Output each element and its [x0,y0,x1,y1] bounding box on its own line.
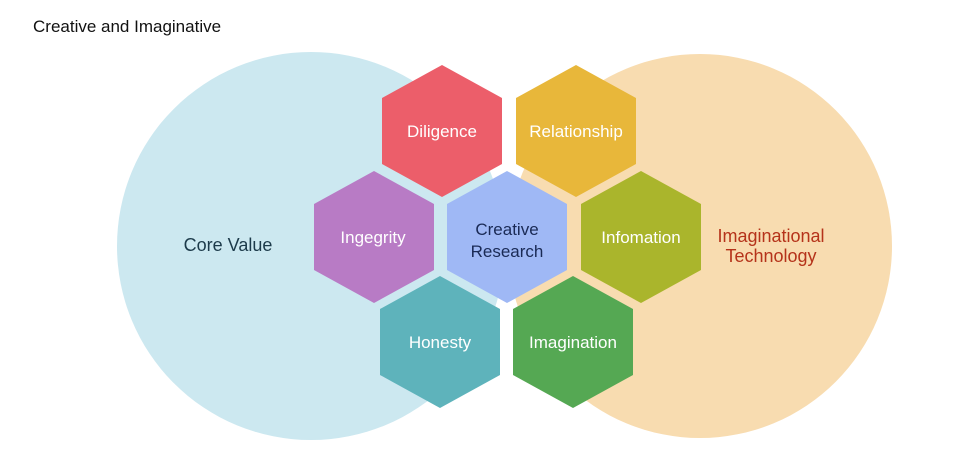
diligence-hexagon [382,65,502,197]
diagram-heading: Creative and Imaginative [33,17,222,36]
relationship-hexagon [516,65,636,197]
creative-research-label-line1: Creative [475,220,538,239]
honesty-hexagon [380,276,500,408]
honesty-label: Honesty [409,333,472,352]
imagination-hexagon [513,276,633,408]
imaginational-technology-label-line2: Technology [725,246,816,266]
core-value-label: Core Value [184,235,273,255]
integrity-hexagon [314,171,434,303]
creative-research-hexagon [447,171,567,303]
imaginational-technology-label-line1: Imaginational [717,226,824,246]
integrity-label: Ingegrity [340,228,406,247]
creative-research-label-line2: Research [471,242,544,261]
relationship-label: Relationship [529,122,623,141]
information-label: Infomation [601,228,680,247]
diligence-label: Diligence [407,122,477,141]
information-hexagon [581,171,701,303]
imagination-label: Imagination [529,333,617,352]
